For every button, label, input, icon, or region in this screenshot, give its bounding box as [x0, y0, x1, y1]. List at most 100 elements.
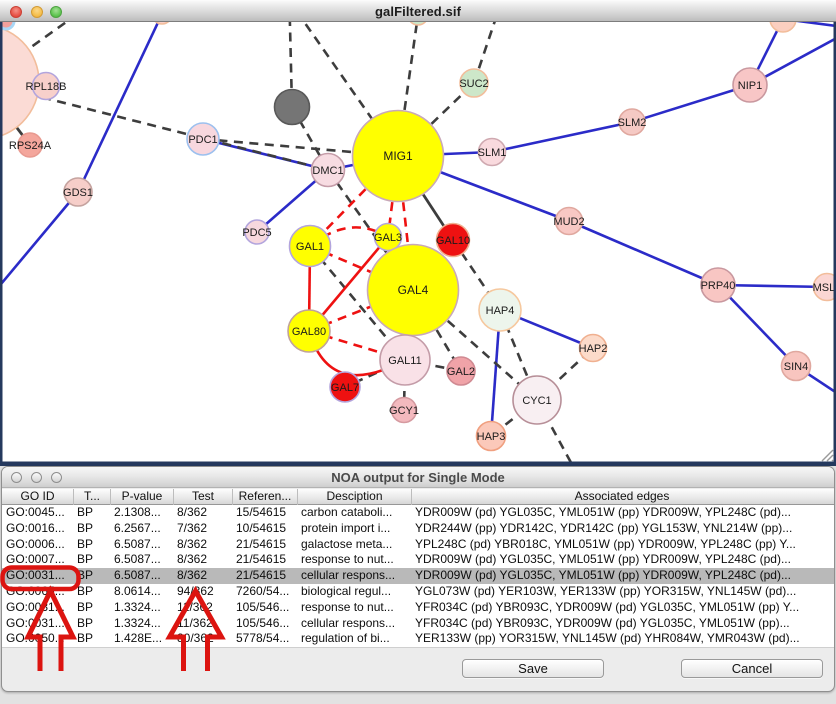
node-HAP3[interactable] — [475, 420, 507, 452]
zoom-button[interactable] — [50, 6, 62, 18]
node-PDC5[interactable] — [244, 219, 270, 245]
cell-r3-test[interactable]: 8/362 — [177, 536, 208, 551]
minimize-button[interactable] — [31, 6, 43, 18]
node-RPS24A[interactable] — [17, 132, 43, 158]
column-header-referen-[interactable]: Referen... — [232, 489, 297, 505]
zoom-button[interactable] — [51, 472, 62, 483]
edge-SLM1-SLM2[interactable] — [491, 120, 633, 154]
node-GAL10[interactable] — [435, 222, 471, 258]
edge-bignode-DMC1[interactable] — [0, 82, 329, 172]
edge-cutTop2-GDS1[interactable] — [76, 22, 162, 193]
cell-r3-t-[interactable]: BP — [77, 536, 94, 551]
network-canvas[interactable]: RPL18BRPS24AGDS1PDC1DMC1MIG1SUC2SLM1SLM2… — [0, 22, 836, 466]
node-PDC1[interactable] — [186, 122, 220, 156]
column-header-t-[interactable]: T... — [73, 489, 110, 505]
cell-r7-go-id[interactable]: GO:0031... — [6, 599, 65, 614]
cell-r3-p-value[interactable]: 6.5087... — [114, 536, 161, 551]
node-GAL7[interactable] — [329, 371, 361, 403]
cell-r6-test[interactable]: 94/362 — [177, 583, 214, 598]
edge-SLM2-NIP1[interactable] — [631, 83, 751, 124]
cell-r5-go-id[interactable]: GO:0031... — [6, 568, 65, 583]
cell-r1-go-id[interactable]: GO:0045... — [6, 505, 65, 519]
cell-r8-p-value[interactable]: 1.3324... — [114, 615, 161, 630]
node-SLM2[interactable] — [618, 108, 646, 136]
cell-r5-t-[interactable]: BP — [77, 568, 94, 583]
cell-r1-referen-[interactable]: 15/54615 — [236, 505, 287, 519]
cell-r9-test[interactable]: 80/362 — [177, 631, 214, 646]
cell-r7-test[interactable]: 11/362 — [177, 599, 213, 614]
cancel-button[interactable]: Cancel — [681, 659, 823, 678]
edge-PRP40-MSL5[interactable] — [717, 283, 828, 289]
node-CYC1[interactable] — [512, 375, 562, 425]
node-RPL18B[interactable] — [31, 71, 61, 101]
cell-r9-desciption[interactable]: regulation of bi... — [301, 631, 390, 646]
node-SIN4[interactable] — [780, 350, 812, 382]
edge-SUC2-x[interactable] — [472, 22, 506, 84]
edge-x-graynode[interactable] — [288, 22, 294, 108]
cell-r1-p-value[interactable]: 2.1308... — [114, 505, 161, 519]
resize-grip[interactable] — [821, 449, 834, 462]
node-cutTR[interactable] — [769, 22, 797, 33]
node-GAL3[interactable] — [373, 222, 403, 252]
cell-r8-t-[interactable]: BP — [77, 615, 94, 630]
cell-r2-test[interactable]: 7/362 — [177, 520, 208, 535]
cell-r9-go-id[interactable]: GO:0050... — [6, 631, 65, 646]
node-cutTL[interactable] — [0, 22, 16, 31]
node-GAL2[interactable] — [446, 356, 476, 386]
edge-NIP1-x[interactable] — [749, 34, 836, 87]
cell-r6-t-[interactable]: BP — [77, 583, 94, 598]
cell-r8-desciption[interactable]: cellular respons... — [301, 615, 396, 630]
node-GCY1[interactable] — [390, 396, 418, 424]
resize-grip[interactable] — [826, 454, 834, 462]
cell-r6-referen-[interactable]: 7260/54... — [236, 583, 290, 598]
node-MSL5[interactable] — [812, 272, 836, 302]
cell-r8-associated-edges[interactable]: YFR034C (pd) YBR093C, YDR009W (pd) YGL03… — [415, 615, 790, 630]
cell-r5-associated-edges[interactable]: YDR009W (pd) YGL035C, YML051W (pp) YDR00… — [415, 568, 791, 583]
cell-r9-t-[interactable]: BP — [77, 631, 94, 646]
noa-dialog-titlebar[interactable]: NOA output for Single Mode — [2, 467, 834, 488]
node-GAL11[interactable] — [379, 334, 431, 386]
node-GDS1[interactable] — [63, 177, 93, 207]
cell-r4-associated-edges[interactable]: YDR009W (pd) YGL035C, YML051W (pp) YDR00… — [415, 552, 791, 567]
node-HAP4[interactable] — [478, 288, 522, 332]
cell-r5-p-value[interactable]: 6.5087... — [114, 568, 161, 583]
close-button[interactable] — [10, 6, 22, 18]
cell-r3-desciption[interactable]: galactose meta... — [301, 536, 393, 551]
cell-r9-associated-edges[interactable]: YER133W (pp) YOR315W, YNL145W (pd) YHR08… — [415, 631, 800, 646]
cell-r7-t-[interactable]: BP — [77, 599, 94, 614]
node-GAL80[interactable] — [287, 309, 331, 353]
node-PRP40[interactable] — [700, 267, 736, 303]
cell-r4-p-value[interactable]: 6.5087... — [114, 552, 161, 567]
edge-PRP40-SIN4[interactable] — [717, 284, 797, 367]
cell-r1-desciption[interactable]: carbon cataboli... — [301, 505, 393, 519]
cell-r7-p-value[interactable]: 1.3324... — [114, 599, 161, 614]
cell-r2-p-value[interactable]: 6.2567... — [114, 520, 161, 535]
cell-r5-referen-[interactable]: 21/54615 — [236, 568, 287, 583]
cell-r4-desciption[interactable]: response to nut... — [301, 552, 394, 567]
edge-CYC1-x[interactable] — [535, 399, 575, 466]
node-SLM1[interactable] — [477, 137, 507, 167]
node-GAL1[interactable] — [288, 224, 332, 268]
cell-r1-associated-edges[interactable]: YDR009W (pd) YGL035C, YML051W (pp) YDR00… — [415, 505, 791, 519]
cell-r1-test[interactable]: 8/362 — [177, 505, 208, 519]
edge-MUD2-PRP40[interactable] — [568, 219, 719, 287]
cell-r3-go-id[interactable]: GO:0006... — [6, 536, 65, 551]
cell-r3-associated-edges[interactable]: YPL248C (pd) YBR018C, YML051W (pp) YDR00… — [415, 536, 796, 551]
cell-r4-t-[interactable]: BP — [77, 552, 94, 567]
node-NIP1[interactable] — [732, 67, 768, 103]
save-button[interactable]: Save — [462, 659, 604, 678]
network-window-titlebar[interactable]: galFiltered.sif — [0, 0, 836, 22]
cell-r3-referen-[interactable]: 21/54615 — [236, 536, 287, 551]
node-MIG1[interactable] — [351, 109, 445, 203]
cell-r4-referen-[interactable]: 21/54615 — [236, 552, 287, 567]
cell-r9-referen-[interactable]: 5778/54... — [236, 631, 290, 646]
cell-r5-desciption[interactable]: cellular respons... — [301, 568, 396, 583]
